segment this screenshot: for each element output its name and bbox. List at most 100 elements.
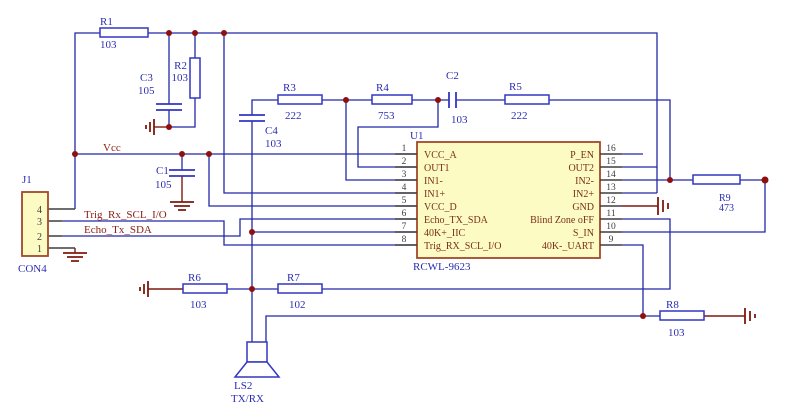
pin-name: Blind Zone oFF: [530, 215, 594, 226]
resistor-value: 103: [172, 72, 189, 84]
capacitor-value: 105: [155, 179, 172, 191]
pin-name: VCC_D: [424, 202, 457, 213]
net-labels: Vcc Trig_Rx_SCL_I/O Echo_Tx_SDA: [84, 142, 167, 236]
resistor-value: 102: [289, 299, 306, 311]
pin-name: S_IN: [573, 228, 594, 239]
net-label-trig: Trig_Rx_SCL_I/O: [84, 209, 167, 221]
pin-name: IN1-: [424, 176, 443, 187]
resistors: R1 103 R2 103 R3 222 R4 753 R5 222 R6 10…: [99, 16, 741, 339]
pin-number: 4: [402, 183, 407, 193]
capacitor-C2: C2 103: [446, 70, 468, 126]
ground-r8: [704, 308, 756, 324]
capacitor-C3: C3 105: [138, 72, 182, 111]
resistor-value: 103: [100, 39, 117, 51]
ground-c1: [170, 176, 194, 211]
wire-pin11-r7: [322, 218, 671, 290]
pin-number: 15: [606, 157, 616, 167]
capacitors: C1 105 C2 103 C3 105 C4 103: [138, 70, 468, 191]
pin-name: IN1+: [424, 189, 446, 200]
wire-echo-route: [62, 218, 417, 237]
resistor-R1: R1 103: [99, 16, 149, 51]
pin-name: IN2-: [575, 176, 594, 187]
pin-number: 6: [402, 209, 407, 219]
speaker-body: [246, 341, 268, 363]
ground-pin12: [622, 197, 669, 215]
net-label-vcc: Vcc: [103, 142, 121, 154]
pin-number: 9: [609, 235, 614, 245]
speaker-ls2: LS2 TX/RX: [231, 341, 281, 405]
ground-j1: [63, 248, 87, 262]
wire-pin9-route: [622, 244, 644, 316]
wire-out1-route: [357, 100, 439, 168]
pin-name: 40K+_IIC: [424, 228, 466, 239]
ground-c3: [145, 119, 169, 135]
connector-j1: J1 CON4 4 3 2 1: [18, 174, 75, 275]
wire-pin3-route: [345, 100, 417, 181]
ic-left-pin-stubs: [395, 153, 417, 246]
pin-number: 13: [606, 183, 616, 193]
wire-c3-bottom: [168, 98, 196, 128]
connector-ref: J1: [22, 174, 32, 186]
resistor-R5: R5 222: [504, 81, 550, 122]
connector-pin-stubs: [48, 208, 75, 249]
pin-number: 1: [402, 144, 407, 154]
pin-number: 7: [402, 222, 407, 232]
ic-part-number: RCWL-9623: [413, 261, 471, 273]
resistor-R7: R7 102: [277, 272, 323, 311]
pin-name: VCC_A: [424, 150, 458, 161]
pin-number: 5: [402, 196, 407, 206]
resistor-value: 222: [285, 110, 302, 122]
capacitor-value: 103: [265, 138, 282, 150]
pin-name: Echo_TX_SDA: [424, 215, 489, 226]
connector-pin-number: 2: [37, 232, 42, 243]
wire-r9-sin: [622, 179, 766, 233]
connector-pin-number: 1: [37, 244, 42, 255]
wire-speaker-right: [265, 315, 643, 342]
resistor-ref: R2: [174, 60, 187, 72]
resistor-R6: R6 103: [182, 272, 228, 311]
connector-pin-number: 3: [37, 217, 42, 228]
pin-number: 11: [606, 209, 615, 219]
resistor-R4: R4 753: [371, 82, 413, 122]
resistor-ref: R3: [283, 82, 296, 94]
capacitor-ref: C3: [140, 72, 153, 84]
ic-ref: U1: [410, 130, 423, 142]
wire-c4-top: [251, 99, 278, 115]
pin-number: 2: [402, 157, 407, 167]
resistor-ref: R7: [287, 272, 300, 284]
resistor-ref: R4: [376, 82, 389, 94]
wire-top-rail: [148, 32, 658, 193]
pin-number: 10: [606, 222, 616, 232]
resistor-ref: R1: [100, 16, 113, 28]
pin-number: 12: [606, 196, 616, 206]
ic-body: [416, 141, 601, 259]
capacitor-ref: C1: [156, 165, 169, 177]
resistor-R8: R8 103: [659, 299, 705, 339]
resistor-value: 103: [668, 327, 685, 339]
resistor-value: 103: [190, 299, 207, 311]
speaker-ref: LS2: [234, 380, 252, 392]
grounds: [63, 119, 756, 324]
pin-name: Trig_RX_SCL_I/O: [424, 241, 501, 252]
wire-left-vertical: [74, 32, 100, 209]
pin-number: 8: [402, 235, 407, 245]
resistor-ref: R9: [719, 193, 731, 204]
pin-name: P_EN: [570, 150, 594, 161]
capacitor-C4: C4 103: [239, 114, 282, 150]
capacitor-C1: C1 105: [155, 165, 195, 191]
wire-trig-route: [62, 220, 417, 246]
ground-r6: [139, 281, 183, 297]
junction-dots: [72, 30, 769, 319]
capacitor-value: 103: [451, 114, 468, 126]
speaker-function: TX/RX: [231, 393, 264, 405]
wire-pin5-route: [208, 154, 417, 207]
capacitor-ref: C2: [446, 70, 459, 82]
resistor-value: 753: [378, 110, 395, 122]
connector-body: [21, 191, 49, 257]
resistor-ref: R6: [188, 272, 201, 284]
resistor-R9: R9 473: [692, 174, 741, 214]
pin-name: OUT2: [568, 163, 594, 174]
wires: [62, 32, 766, 342]
resistor-R2: R2 103: [172, 57, 201, 99]
